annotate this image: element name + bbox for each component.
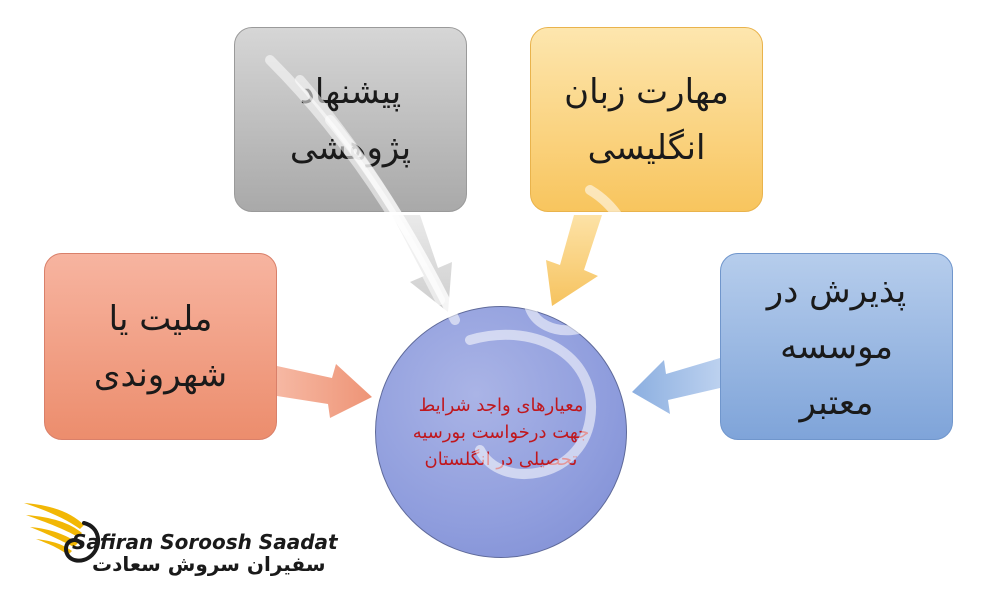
logo-persian-text: سفیران سروش سعادت [92, 552, 326, 576]
node-citizenship-label: ملیت یا شهروندی [93, 298, 228, 395]
center-node: معیارهای واجد شرایط جهت درخواست بورسیه ت… [375, 306, 627, 558]
arrow-research [392, 215, 452, 312]
node-citizenship: ملیت یا شهروندی [44, 253, 277, 440]
node-english-skills: مهارت زبان انگلیسی [530, 27, 763, 212]
logo-english-text: Safiran Soroosh Saadat [72, 530, 338, 554]
center-node-label: معیارهای واجد شرایط جهت درخواست بورسیه ت… [412, 394, 590, 470]
node-admission: پذیرش در موسسه معتبر [720, 253, 953, 440]
node-research-label: پیشنهاد پژوهشی [289, 71, 412, 168]
arrow-citizenship [277, 364, 372, 418]
company-logo-wing [24, 503, 101, 563]
node-admission-label: پذیرش در موسسه معتبر [766, 270, 907, 423]
arrow-admission [632, 358, 720, 414]
arrow-english [546, 215, 602, 306]
node-english-label: مهارت زبان انگلیسی [564, 71, 729, 168]
node-research-proposal: پیشنهاد پژوهشی [234, 27, 467, 212]
